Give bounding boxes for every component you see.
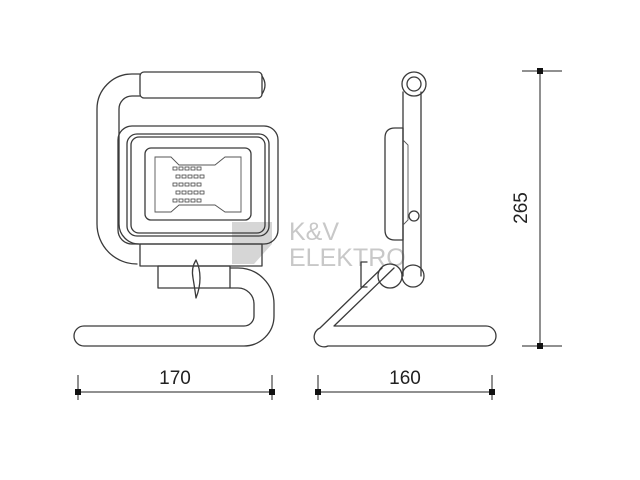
- front-view: [73, 71, 279, 347]
- side-leg: [313, 267, 497, 348]
- lamp-window: [144, 147, 252, 221]
- lamp-side: [384, 127, 404, 241]
- dimension-width: 170: [75, 368, 275, 400]
- watermark-line2: ELEKTRO: [289, 244, 406, 272]
- dimension-depth-label: 160: [389, 368, 421, 389]
- frame-outer: [96, 73, 141, 265]
- watermark-line1: K&V: [289, 218, 339, 246]
- dimension-width-label: 170: [159, 368, 191, 389]
- base-tube: [73, 267, 275, 347]
- clamp-knob-icon: [191, 259, 201, 299]
- dimension-height-label: 265: [511, 192, 532, 224]
- watermark-logo-icon: [232, 222, 272, 264]
- pivot-bottom-right: [401, 264, 425, 288]
- side-view: [313, 71, 497, 348]
- dimension-height: 265: [511, 68, 562, 349]
- led-array: [172, 166, 205, 203]
- pivot-top: [401, 71, 427, 97]
- dimension-depth: 160: [315, 368, 495, 400]
- handle-grip: [139, 71, 263, 99]
- watermark: K&V ELEKTRO: [232, 218, 406, 272]
- hex-bolt-icon: [408, 210, 420, 222]
